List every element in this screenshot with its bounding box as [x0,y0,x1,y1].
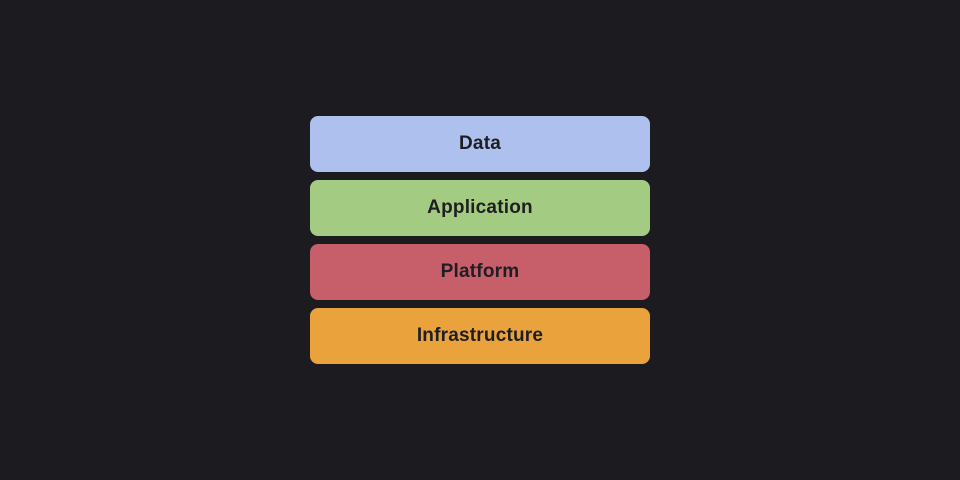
layer-label: Infrastructure [416,325,544,346]
layer-label: Platform [440,261,520,282]
layer-infrastructure: Infrastructure [310,308,650,364]
layer-application: Application [310,180,650,236]
layer-label: Application [427,197,533,218]
layer-data: Data [310,116,650,172]
layer-label: Data [459,133,501,154]
layer-platform: Platform [310,244,650,300]
